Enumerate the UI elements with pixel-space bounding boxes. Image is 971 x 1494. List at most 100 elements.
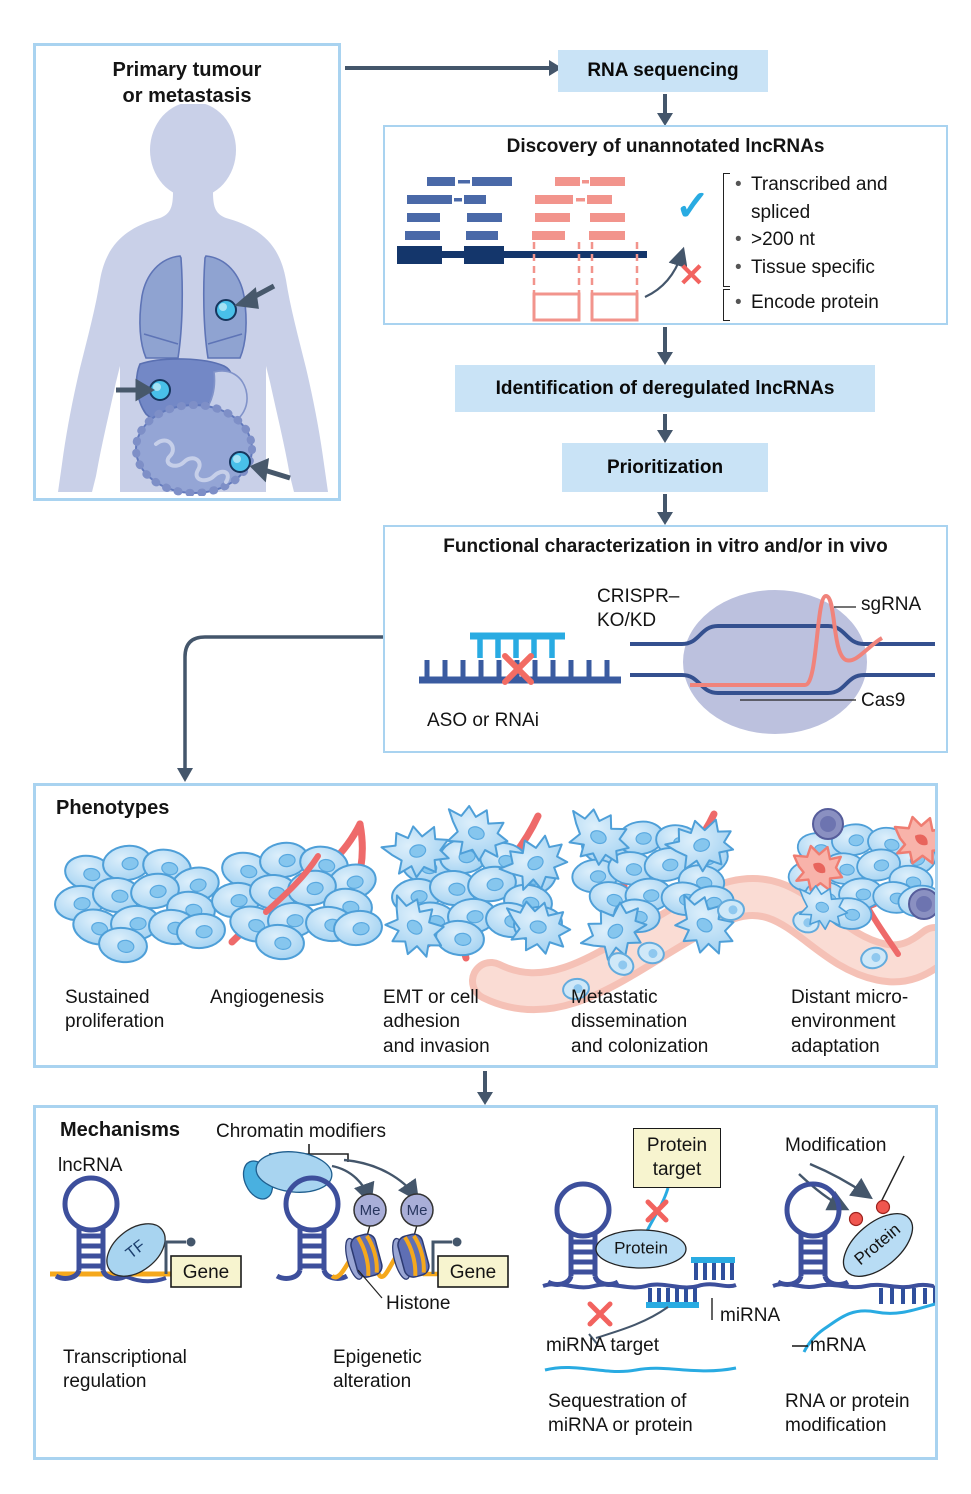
arrow-identification-prioritization	[663, 414, 667, 431]
inhibition-arc	[595, 1306, 669, 1339]
cluster-angiogenesis	[210, 840, 383, 962]
me-label: Me	[407, 1202, 428, 1219]
body-silhouette	[58, 104, 328, 492]
lncrna-hairpin	[778, 1184, 848, 1284]
mirna-target-line	[544, 1366, 737, 1374]
gene-model	[397, 246, 647, 264]
mirna-label: miRNA	[720, 1305, 781, 1326]
lncrna-criteria-list: Transcribed and spliced >200 nt Tissue s…	[735, 171, 933, 281]
phenotype-label-distant: Distant micro- environment adaptation	[791, 987, 909, 1057]
chromatin-modifiers-label: Chromatin modifiers	[216, 1121, 386, 1142]
phenotype-label-proliferation: Sustained proliferation	[65, 987, 165, 1033]
target-rna-comb	[419, 660, 621, 684]
arrow-prioritization-functional	[663, 494, 667, 513]
protein-ellipse: Protein	[842, 1213, 914, 1277]
sgrna-label: sgRNA	[861, 594, 922, 615]
modification-label: Modification	[785, 1135, 887, 1156]
modifier-arrow-2	[343, 1158, 420, 1202]
modification-pointer	[878, 1155, 905, 1207]
lncrna-hairpin	[277, 1178, 347, 1278]
lncrna-hairpin	[548, 1184, 618, 1284]
me-label: Me	[360, 1202, 381, 1219]
transcript-assembly-diagram	[397, 177, 687, 322]
chromatin-modifier-ellipses	[242, 1151, 333, 1200]
mechanisms-title: Mechanisms	[60, 1119, 181, 1141]
arrow-identification-prioritization-head	[657, 430, 673, 443]
protein-ellipse: Protein	[595, 1229, 687, 1269]
diagram-sequestration: Protein	[542, 1184, 737, 1374]
mechanisms-panel: TF Gene	[33, 1105, 938, 1460]
phenotypes-illustration	[36, 796, 935, 1014]
rna-duplex-comb	[879, 1288, 935, 1304]
mrna-line	[802, 1302, 935, 1353]
arrow-rnaseq-discovery-head	[657, 113, 673, 126]
arrow-discovery-identification	[663, 327, 667, 353]
intestines	[132, 401, 256, 496]
modification-arrow-2	[809, 1162, 873, 1200]
aso-comb	[470, 632, 565, 658]
candidate-arrow	[644, 246, 687, 299]
pass-bracket	[723, 173, 730, 287]
diagram-epigenetic-alteration: Me Me Gene	[242, 1144, 509, 1299]
gene-label: Gene	[183, 1262, 229, 1283]
arrow-phenotypes-mechanisms	[483, 1071, 487, 1093]
human-body-illustration	[58, 104, 328, 496]
arrow-prioritization-functional-head	[657, 512, 673, 525]
candidate-lncrna-outline	[532, 242, 639, 322]
arrow-rnaseq-discovery	[663, 94, 667, 114]
mirna-comb-bound	[646, 1288, 699, 1308]
phenotypes-panel: Phenotypes	[33, 783, 938, 1068]
histone-cylinder	[387, 1230, 433, 1283]
check-icon: ✓	[675, 182, 711, 229]
tumor-markers	[149, 299, 251, 473]
cas9-ellipse	[683, 590, 867, 734]
phenotype-label-angiogenesis: Angiogenesis	[210, 987, 325, 1008]
histone-pointer	[357, 1269, 383, 1299]
crispr-diagram	[630, 590, 935, 734]
aso-cross-icon	[502, 653, 534, 685]
dna-strands	[630, 624, 935, 695]
criterion-transcribed: Transcribed and spliced	[735, 171, 933, 226]
cross-icon: ✕	[678, 257, 705, 293]
aso-rnai-diagram	[419, 632, 621, 685]
lncrna-exclusion-list: Encode protein	[735, 289, 933, 317]
phenotypes-title: Phenotypes	[56, 797, 170, 819]
promoter-arrow	[164, 1240, 186, 1274]
blue-read-stack	[405, 177, 512, 240]
cluster-proliferation	[53, 843, 226, 965]
promoter-arrow	[431, 1240, 452, 1274]
criterion-encode-protein: Encode protein	[735, 289, 933, 317]
histone-cylinder	[340, 1230, 386, 1283]
diagram-transcriptional-regulation: TF Gene	[50, 1178, 242, 1288]
lncrna-label: lncRNA	[58, 1155, 123, 1176]
arrow-phenotypes-mechanisms-head	[477, 1092, 493, 1105]
prioritization-step: Prioritization	[562, 443, 768, 492]
diagram-modification: Protein	[772, 1155, 935, 1353]
functional-panel: Functional characterization in vitro and…	[383, 525, 948, 753]
crispr-label: CRISPR– KO/KD	[597, 586, 680, 632]
protein-target-box: Protein target	[633, 1128, 721, 1188]
fail-bracket	[723, 289, 730, 321]
caption-epigenetic: Epigenetic alteration	[333, 1347, 422, 1393]
tf-ellipse: TF	[106, 1223, 166, 1277]
callout-lines	[740, 606, 856, 701]
phenotype-label-metastasis: Metastatic dissemination and colonizatio…	[571, 987, 709, 1057]
vessel-through-cluster	[263, 853, 321, 915]
gene-label: Gene	[450, 1262, 496, 1283]
aso-rnai-label: ASO or RNAi	[427, 710, 539, 731]
modification-dots	[848, 1199, 891, 1227]
gene-box	[170, 1255, 242, 1288]
tumor-arrows	[116, 283, 291, 483]
lncrna-baseline	[542, 1282, 737, 1290]
mirna-target-label: miRNA target	[546, 1335, 659, 1356]
arrow-to-rnaseq	[345, 66, 551, 70]
rna-sequencing-step: RNA sequencing	[558, 50, 768, 92]
discovery-title: Discovery of unannotated lncRNAs	[506, 136, 825, 157]
primary-tumour-title: Primary tumour or metastasis	[112, 59, 262, 107]
sgrna-curve	[690, 593, 884, 687]
primary-tumour-panel: Primary tumour or metastasis	[33, 43, 341, 501]
criterion-length: >200 nt	[735, 226, 933, 254]
identification-step: Identification of deregulated lncRNAs	[455, 365, 875, 412]
phenotype-label-emt: EMT or cell adhesion and invasion	[383, 987, 490, 1057]
